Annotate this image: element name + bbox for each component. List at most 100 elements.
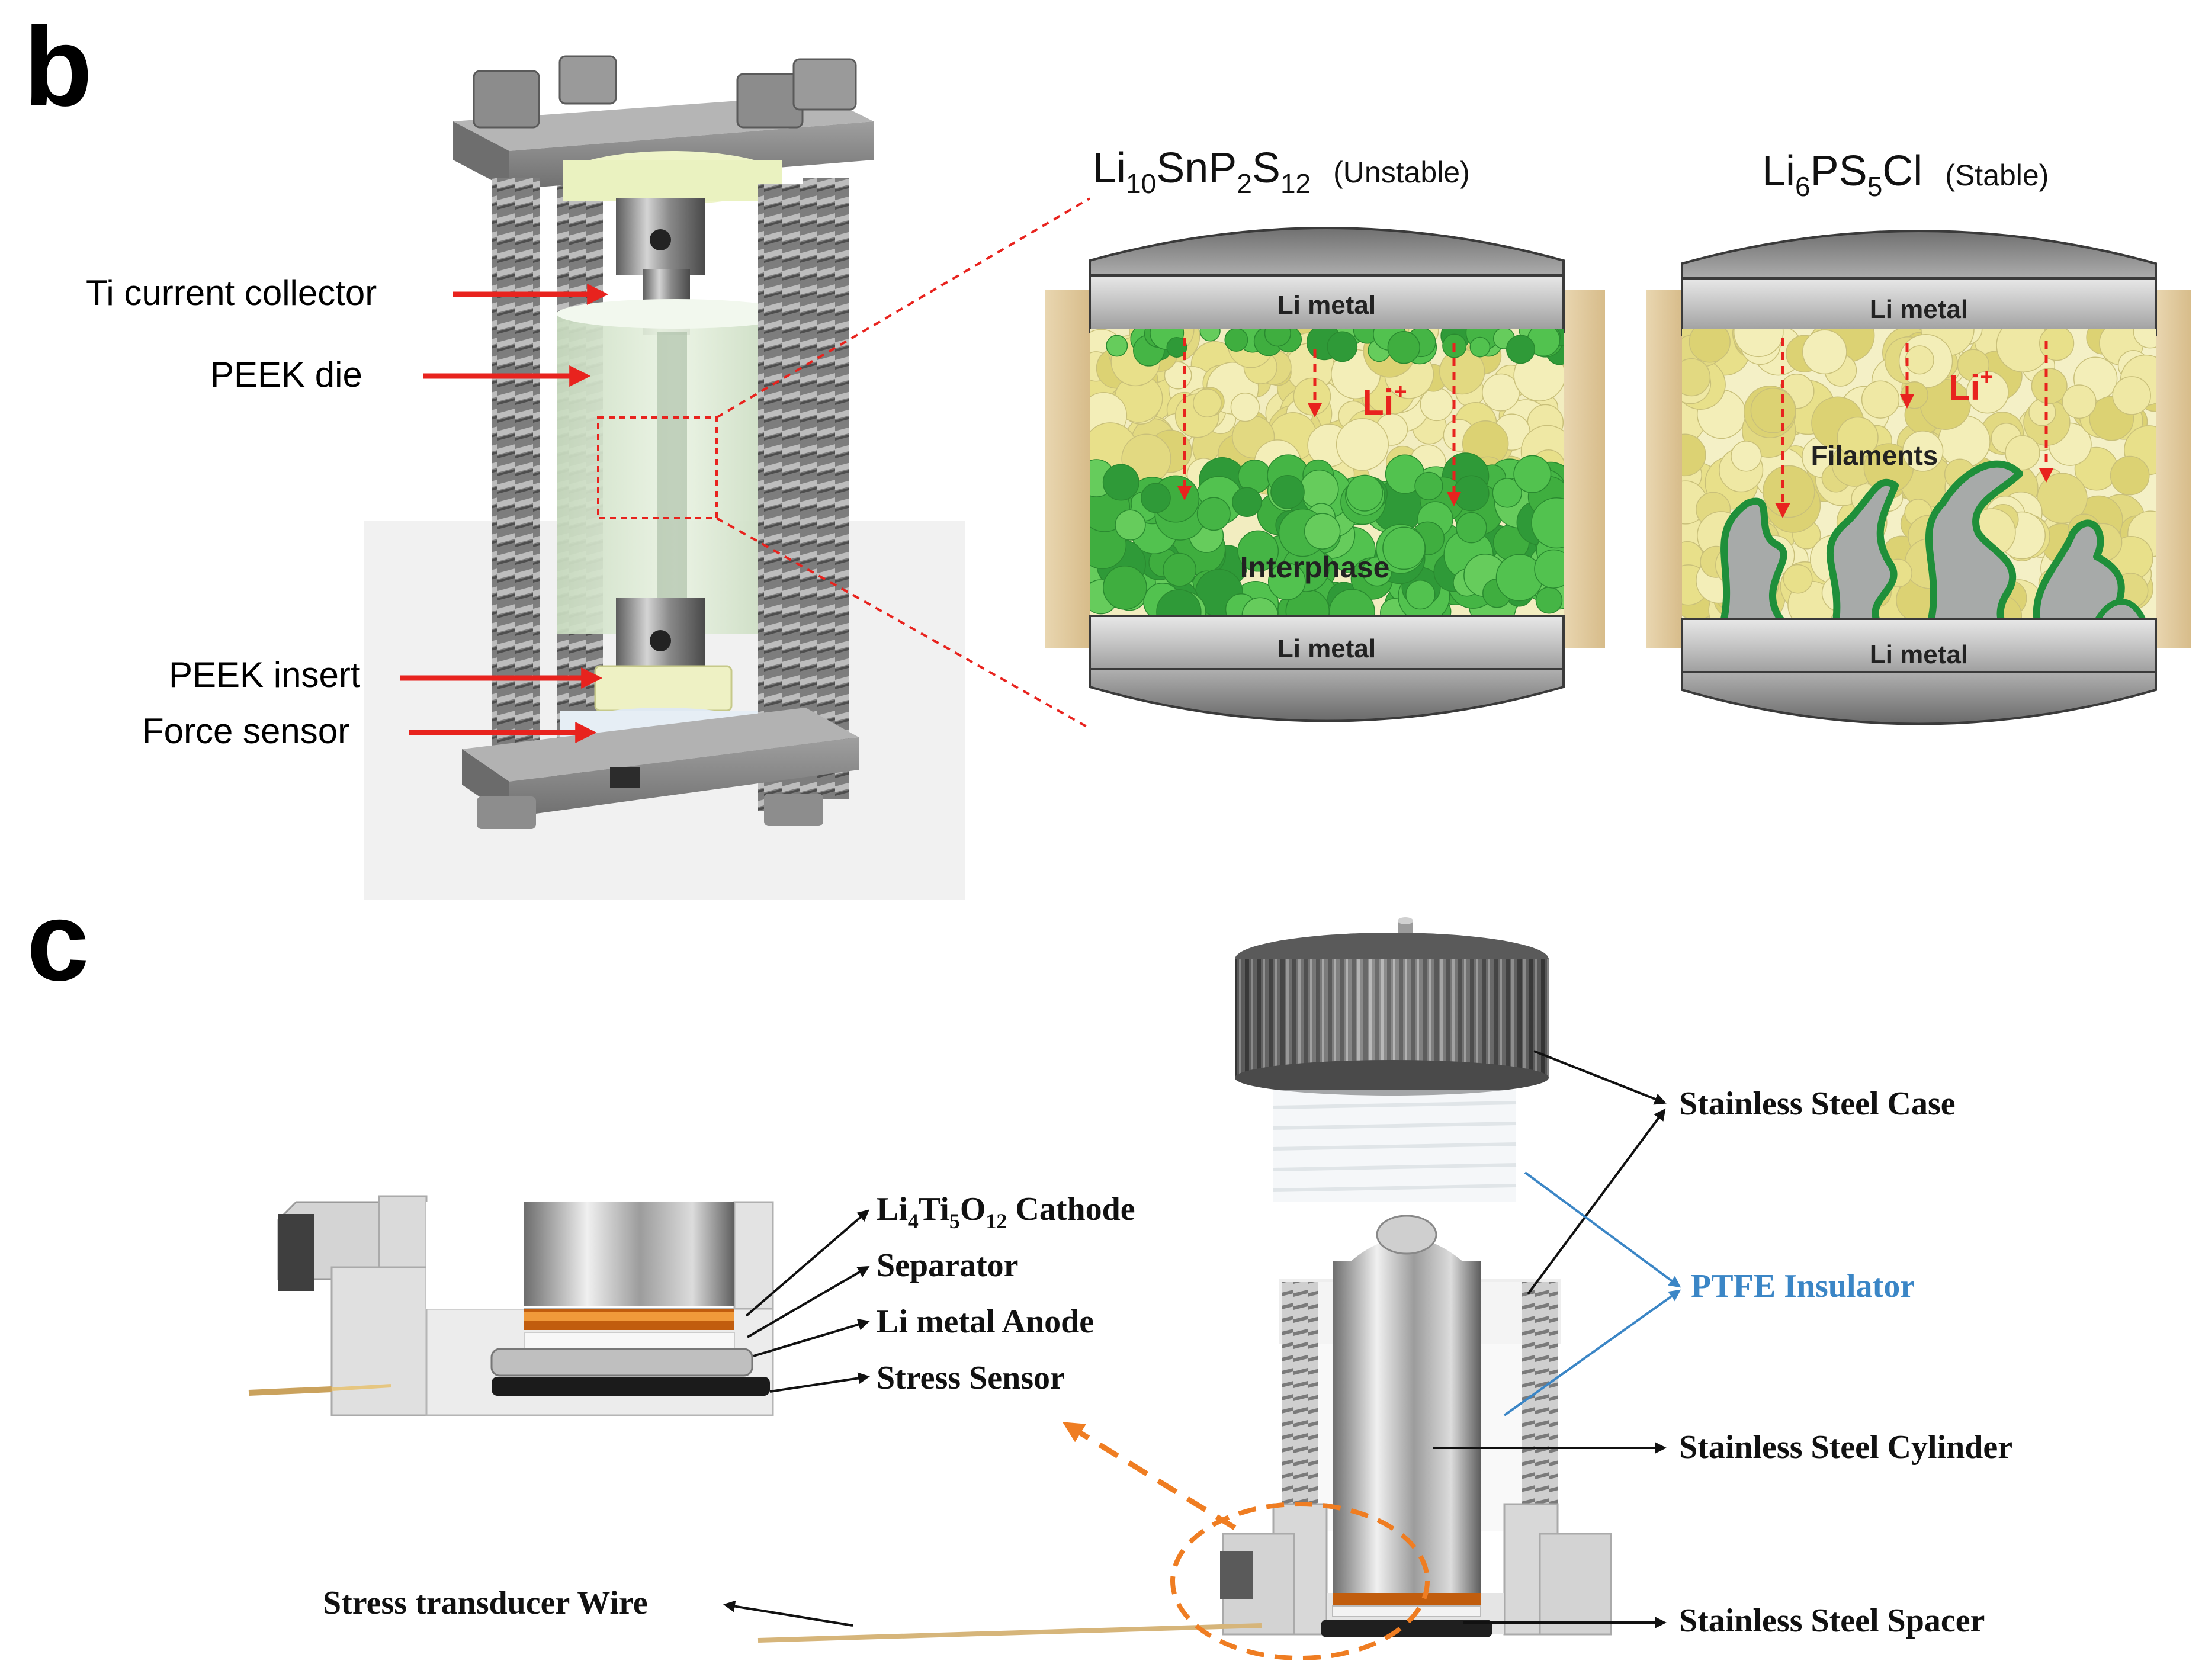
electrolyte-grain (1141, 483, 1171, 513)
electrolyte-grain (1230, 393, 1260, 422)
electrolyte-grain (1750, 388, 1796, 433)
unstable-bottom-electrode-label: Li metal (1277, 634, 1376, 663)
electrolyte-grain (1902, 431, 1944, 472)
electrolyte-grain (1163, 552, 1197, 587)
assembly-labels: Stainless Steel Case PTFE Insulator Stai… (323, 1050, 2012, 1639)
panel-b-letter: b (24, 4, 92, 130)
arrow-insulator-bottom (1503, 1289, 1681, 1416)
electrolyte-grain (2005, 435, 2040, 471)
unstable-interphase-label: Interphase (1240, 551, 1390, 584)
electrolyte-grain (1733, 329, 1784, 358)
arrow-wire (723, 1600, 853, 1627)
electrolyte-grain (1270, 475, 1305, 509)
electrolyte-grain (2110, 455, 2150, 496)
arrow-stress-sensor (769, 1372, 870, 1393)
unstable-li-ion-label: Li+ (1362, 380, 1407, 422)
electrolyte-grain (1534, 549, 1564, 589)
electrolyte-grain (1346, 474, 1384, 512)
electrolyte-grain (1193, 388, 1222, 417)
arrow-cathode (745, 1209, 870, 1317)
electrolyte-grain (1456, 512, 1487, 544)
label-li-metal-anode: Li metal Anode (877, 1303, 1094, 1340)
electrolyte-grain (1387, 331, 1420, 364)
electrolyte-grain (1689, 329, 1731, 363)
formula-unstable: Li10SnP2S12 (Unstable) (1093, 144, 1470, 203)
electrolyte-grain (1115, 509, 1146, 541)
electrolyte-grain (1299, 469, 1339, 509)
electrolyte-grain (1453, 475, 1490, 512)
electrolyte-grain (2112, 376, 2151, 415)
electrolyte-grain (1237, 530, 1279, 572)
arrow-case-top (1533, 1050, 1667, 1105)
electrolyte-grain (2133, 329, 2156, 349)
electrolyte-grain (1966, 371, 2009, 414)
electrolyte-grain (1293, 377, 1331, 416)
press-labels: Ti current collector PEEK die PEEK inser… (86, 273, 609, 751)
panel-c-letter: c (27, 879, 89, 1004)
label-separator: Separator (877, 1247, 1019, 1284)
stable-top-electrode-label: Li metal (1870, 295, 1968, 324)
stable-li-ion-label: Li+ (1949, 365, 1994, 407)
electrolyte-grain (1763, 465, 1815, 518)
label-stress-transducer-wire: Stress transducer Wire (323, 1585, 648, 1621)
cell-unstable: Li10SnP2S12 (Unstable) Li metal Li+ Inte… (1045, 144, 1605, 722)
electrolyte-grain (1783, 564, 1813, 594)
stainless-steel-case (1235, 917, 1549, 1202)
electrolyte-grain (1682, 433, 1706, 477)
electrolyte-grain (1905, 345, 1934, 375)
label-stainless-steel-spacer: Stainless Steel Spacer (1679, 1602, 1985, 1639)
label-ti-current-collector: Ti current collector (86, 273, 377, 313)
label-peek-die: PEEK die (210, 355, 362, 394)
electrolyte-grain (2039, 329, 2075, 361)
label-stainless-steel-cylinder: Stainless Steel Cylinder (1679, 1429, 2012, 1466)
label-cathode: Li4Ti5O12 Cathode (877, 1191, 1135, 1233)
electrolyte-grain (1837, 416, 1879, 459)
electrolyte-grain (1304, 513, 1341, 550)
zoom-line-bottom (716, 517, 1090, 730)
electrolyte-grain (1682, 358, 1711, 397)
electrolyte-grain (1405, 579, 1436, 610)
electrolyte-grain (1731, 441, 1762, 472)
formula-stable: Li6PS5Cl (Stable) (1762, 147, 2049, 202)
label-stainless-steel-case: Stainless Steel Case (1679, 1085, 1956, 1122)
electrolyte-grain (1224, 329, 1248, 352)
electrolyte-grain (1166, 337, 1187, 358)
magnify-region-ellipse (1170, 1502, 1430, 1660)
electrolyte-grain (2062, 384, 2097, 419)
stable-filaments (1720, 460, 2146, 619)
electrolyte-grain (1267, 562, 1306, 600)
electrolyte-grain (1420, 387, 1454, 422)
electrolyte-grain (2031, 368, 2068, 404)
electrolyte-grain (1469, 336, 1491, 358)
electrolyte-grain (1382, 526, 1426, 570)
top-nuts (473, 55, 857, 129)
electrolyte-grain (1414, 471, 1443, 500)
unstable-top-electrode-label: Li metal (1277, 291, 1376, 320)
label-ptfe-insulator: PTFE Insulator (1691, 1268, 1915, 1305)
press-cell-illustration (364, 55, 965, 900)
electrolyte-grain (1199, 329, 1221, 342)
magnify-arrow (1062, 1422, 1237, 1530)
electrolyte-grain (1264, 329, 1291, 347)
electrolyte-grain (1861, 380, 1900, 419)
zoom-line-top (715, 197, 1091, 419)
electrolyte-grain (1506, 335, 1535, 364)
label-force-sensor: Force sensor (142, 711, 349, 751)
electrolyte-grain (1106, 335, 1128, 357)
electrolyte-grain (1802, 329, 1847, 375)
sensor-detail-view (248, 1195, 774, 1416)
label-peek-insert: PEEK insert (169, 655, 361, 695)
label-stress-sensor: Stress Sensor (877, 1360, 1065, 1396)
electrolyte-grain (1531, 497, 1564, 549)
arrow-separator (746, 1265, 870, 1338)
electrolyte-grain (1196, 497, 1231, 531)
electrolyte-grain (1482, 373, 1520, 412)
arrow-case-bottom (1527, 1108, 1666, 1295)
cell-body-assembly (757, 1215, 1612, 1660)
electrolyte-grain (1102, 464, 1139, 501)
electrolyte-grain (1901, 381, 1928, 409)
sensor-detail-labels: Li4Ti5O12 Cathode Separator Li metal Ano… (745, 1191, 1135, 1396)
arrow-li-metal-anode (753, 1319, 870, 1357)
electrolyte-grain (1513, 455, 1552, 493)
